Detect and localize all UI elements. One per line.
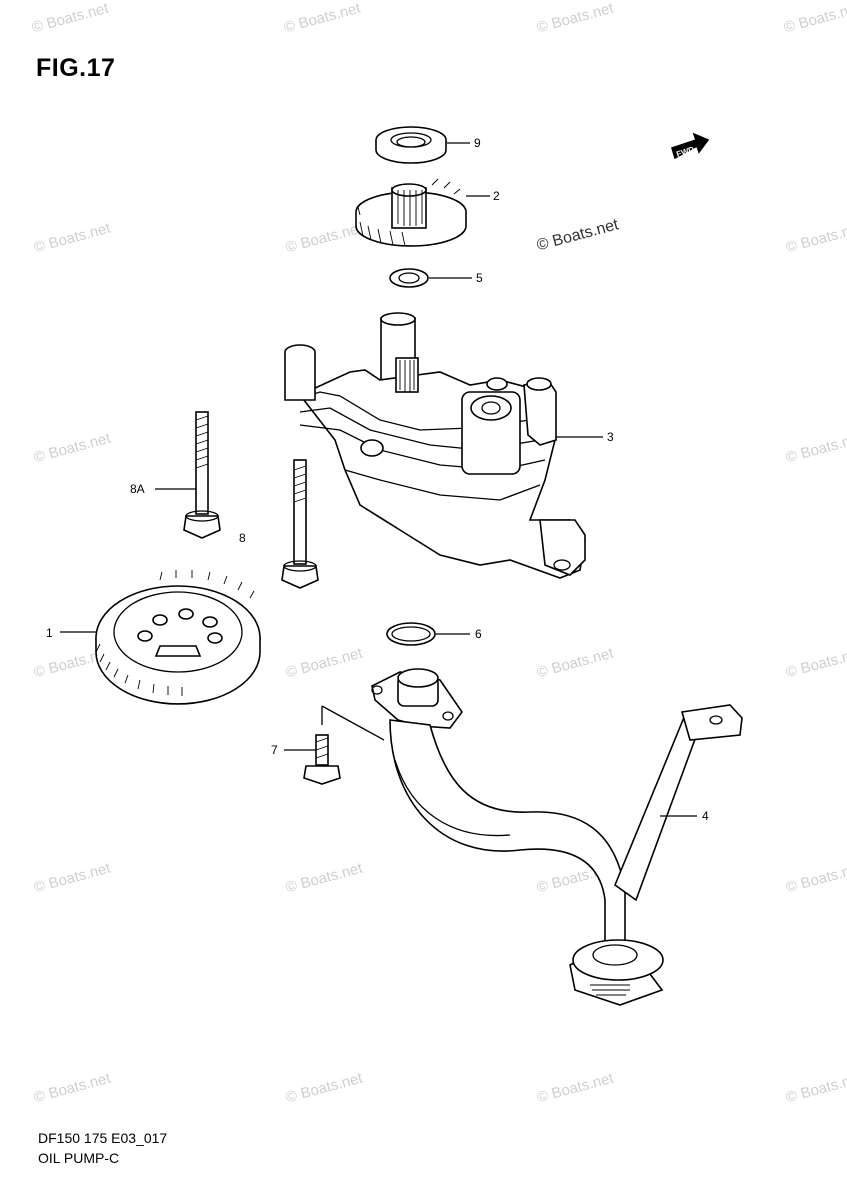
long-bolt-part <box>155 411 221 539</box>
oil-pump-assembly-part <box>284 312 603 579</box>
figure-name: OIL PUMP-C <box>38 1150 120 1166</box>
callout-7: 7 <box>271 743 278 757</box>
o-ring-small-part <box>389 268 472 288</box>
callout-8a: 8A <box>130 482 145 496</box>
driven-gear-part <box>60 570 261 705</box>
callout-8: 8 <box>239 531 246 545</box>
callout-3: 3 <box>607 430 614 444</box>
callout-9: 9 <box>474 136 481 150</box>
callout-4: 4 <box>702 809 709 823</box>
o-ring-part <box>386 622 470 646</box>
callout-6: 6 <box>475 627 482 641</box>
drive-gear-part <box>355 178 490 247</box>
figure-code: DF150 175 E03_017 <box>38 1130 168 1146</box>
page-title: FIG.17 <box>36 54 116 82</box>
oil-strainer-part <box>371 668 743 1006</box>
callout-5: 5 <box>476 271 483 285</box>
callout-2: 2 <box>493 189 500 203</box>
small-bolt-part <box>284 705 385 785</box>
fwd-arrow-icon: FWD <box>671 132 710 160</box>
callout-1: 1 <box>46 626 53 640</box>
oil-seal-part <box>375 126 470 164</box>
bolt-part <box>281 459 319 589</box>
